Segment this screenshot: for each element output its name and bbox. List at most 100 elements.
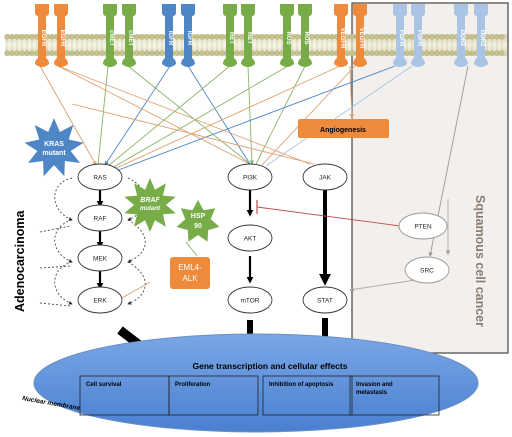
effect-label: Proliferation: [175, 382, 211, 388]
receptor-label: RET: [246, 32, 252, 44]
kras-label-line2: mutant: [42, 150, 66, 157]
effect-box: Proliferation: [168, 375, 259, 416]
receptor-body: [393, 4, 407, 67]
hsp90-star: HSP 90: [176, 200, 220, 242]
receptor-body: [103, 4, 117, 67]
node-label: PI3K: [243, 175, 258, 182]
receptor-body: [223, 4, 237, 67]
node-label: ERK: [93, 298, 107, 305]
receptor-label: ROS: [285, 31, 291, 44]
node-label: SRC: [420, 268, 434, 275]
receptor-label: cMET: [108, 30, 114, 46]
node-src: SRC: [404, 256, 450, 284]
node-shape: [77, 163, 123, 191]
effect-label: Inhibition of apoptosis: [269, 382, 334, 388]
effect-label: Invasion and: [356, 382, 393, 388]
nucleus: [33, 333, 479, 433]
node-shape: [302, 163, 348, 191]
node-shape: [404, 256, 450, 284]
braf-label-line2: mutant: [140, 206, 161, 212]
squamous-label: Squamous cell cancer: [473, 195, 487, 327]
kras-mutant-star: KRAS mutant: [24, 118, 84, 177]
receptor-body: [454, 4, 468, 67]
receptor-label: FGFR: [398, 30, 404, 47]
braf-mutant-star: BRAF mutant: [124, 178, 176, 232]
nucleus-title: Gene transcription and cellular effects: [193, 361, 348, 371]
node-mek: MEK: [77, 244, 123, 272]
node-shape: [227, 224, 273, 252]
node-raf: RAF: [77, 204, 123, 232]
node-shape: [77, 204, 123, 232]
node-pten: PTEN: [398, 212, 448, 240]
node-shape: [302, 286, 348, 314]
cell-membrane: [4, 34, 507, 56]
node-shape: [227, 163, 273, 191]
receptor-body: [181, 4, 195, 67]
receptor-ret: RET RET: [223, 4, 255, 67]
receptor-body: [280, 4, 294, 67]
node-label: AKT: [244, 236, 257, 243]
effect-label: Cell survival: [86, 382, 122, 388]
receptor-label: VEGFR: [358, 28, 364, 49]
receptor-body: [241, 4, 255, 67]
eml4-label-line1: EML4-: [178, 263, 202, 272]
node-label: mTOR: [240, 298, 259, 305]
node-label: STAT: [317, 298, 333, 305]
receptor-label: ROS: [303, 31, 309, 44]
node-mtor: mTOR: [227, 286, 273, 314]
effect-box: Inhibition of apoptosis: [262, 375, 353, 416]
node-shape: [77, 244, 123, 272]
receptor-body: [122, 4, 136, 67]
node-pi3k: PI3K: [227, 163, 273, 191]
node-label: RAS: [93, 175, 107, 182]
receptor-label: VEGFR: [339, 28, 345, 49]
angiogenesis-label: Angiogenesis: [320, 127, 366, 134]
braf-label-line1: BRAF: [140, 197, 160, 204]
receptor-body: [162, 4, 176, 67]
hsp-label-line1: HSP: [191, 213, 206, 220]
eml4-label-line2: ALK: [182, 274, 198, 283]
node-ras: RAS: [77, 163, 123, 191]
receptor-body: [474, 4, 488, 67]
receptor-body: [353, 4, 367, 67]
kras-label-line1: KRAS: [44, 141, 64, 148]
receptor-body: [54, 4, 68, 67]
receptor-body: [334, 4, 348, 67]
node-shape: [227, 286, 273, 314]
hsp-label-line2: 90: [194, 223, 202, 230]
node-jak: JAK: [302, 163, 348, 191]
node-label: RAF: [94, 216, 107, 223]
node-shape: [77, 286, 123, 314]
receptor-label: DDR2: [479, 30, 485, 47]
receptor-label: FGFR: [416, 30, 422, 47]
receptor-label: IGFR: [186, 31, 192, 46]
receptor-body: [298, 4, 312, 67]
receptor-label: EGFR: [59, 30, 65, 47]
receptor-label: IGFR: [167, 31, 173, 46]
receptor-body: [411, 4, 425, 67]
receptor-egfr: EGFR EGFR: [35, 4, 68, 67]
pathway-nodes: RAS RAF MEK ERK PI3K AKT mTOR JAK STAT PTEN SRC: [77, 163, 450, 314]
effect-box: Invasion and metastasis: [349, 375, 440, 416]
node-label: MEK: [93, 256, 108, 263]
node-shape: [398, 212, 448, 240]
adenocarcinoma-label: Adenocarcinoma: [13, 210, 27, 312]
receptor-label: EGFR: [40, 30, 46, 47]
receptor-ddr2: DDR2 DDR2: [454, 4, 488, 67]
receptor-ros: ROS ROS: [280, 4, 312, 67]
receptor-vegfr: VEGFR VEGFR: [334, 4, 367, 67]
receptor-label: RET: [228, 32, 234, 44]
node-label: PTEN: [414, 224, 432, 231]
node-stat: STAT: [302, 286, 348, 314]
receptor-fgfr: FGFR FGFR: [393, 4, 425, 67]
node-label: JAK: [319, 175, 332, 182]
effect-label-line2: metastasis: [356, 390, 388, 396]
node-akt: AKT: [227, 224, 273, 252]
receptor-label: DDR2: [459, 30, 465, 47]
effects-row: Cell survival Proliferation Inhibition of …: [79, 375, 440, 416]
receptor-body: [35, 4, 49, 67]
node-erk: ERK: [77, 286, 123, 314]
